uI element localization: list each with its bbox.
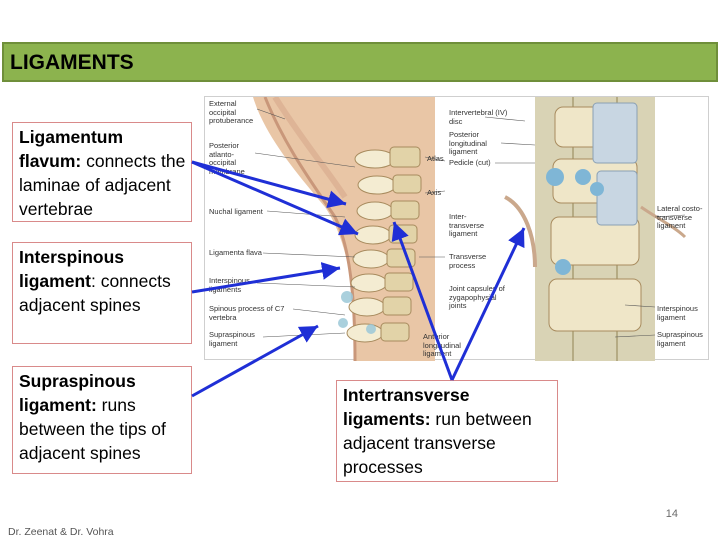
supraspinous-ligament-term: Supraspinous ligament: [19, 371, 136, 415]
label-pedicle: Pedicle (cut) [449, 158, 491, 167]
intertransverse-ligaments-box: Intertransverse ligaments: run between a… [336, 380, 558, 482]
spine-posterior-view [503, 97, 687, 361]
label-transverse-process: Transverse process [449, 252, 487, 270]
label-interspinous-ligaments: Interspinous ligaments [209, 276, 250, 294]
label-ligamenta-flava: Ligamenta flava [209, 248, 262, 257]
label-intervertebral-disc: Intervertebral (IV) disc [449, 108, 508, 126]
interspinous-ligament-box: Interspinous ligament: connects adjacent… [12, 242, 192, 344]
footer-author: Dr. Zeenat & Dr. Vohra [8, 526, 114, 538]
label-joint-capsules: Joint capsules of zygapophysial joints [449, 284, 505, 310]
label-spinous-process-c7: Spinous process of C7 vertebra [209, 304, 285, 322]
intertransverse-ligaments-term: Intertransverse ligaments: [343, 385, 470, 429]
supraspinous-ligament-box: Supraspinous ligament: runs between the … [12, 366, 192, 474]
label-intertransverse-ligament: Inter-transverse ligament [449, 212, 485, 238]
supraspinous-ligament-desc: runs between the tips of adjacent spines [19, 395, 166, 463]
interspinous-ligament-term: Interspinous ligament [19, 247, 125, 291]
label-posterior-longitudinal-ligament: Posterior longitudinal ligament [449, 130, 487, 156]
label-lateral-costotransverse-ligament: Lateral costo-transverse ligament [657, 204, 703, 230]
ligamentum-flavum-term: Ligamentum flavum: [19, 127, 124, 171]
intertransverse-ligaments-desc: run between adjacent transverse processe… [343, 409, 532, 477]
slide-title: LIGAMENTS [10, 51, 134, 74]
ligaments-anatomy-figure: External occipital protuberance Posterio… [204, 96, 709, 361]
label-supraspinous-ligament-right: Supraspinous ligament [657, 330, 703, 348]
ligamentum-flavum-desc: connects the laminae of adjacent vertebr… [19, 151, 186, 219]
label-external-occipital-protuberance: External occipital protuberance [209, 99, 254, 125]
title-bar: LIGAMENTS [2, 42, 718, 82]
label-posterior-atlanto-occipital-membrane: Posterior atlanto-occipital membrane [209, 141, 245, 176]
label-atlas: Atlas [427, 154, 444, 163]
interspinous-ligament-desc: : connects adjacent spines [19, 271, 171, 315]
page-number: 14 [665, 508, 678, 520]
label-anterior-longitudinal-ligament: Anterior longitudinal ligament [423, 332, 461, 358]
label-axis: Axis [427, 188, 442, 197]
label-interspinous-ligament-right: Interspinous ligament [657, 304, 698, 322]
label-supraspinous-ligament: Supraspinous ligament [209, 330, 255, 348]
ligamentum-flavum-box: Ligamentum flavum: connects the laminae … [12, 122, 192, 222]
label-nuchal-ligament: Nuchal ligament [209, 207, 263, 216]
